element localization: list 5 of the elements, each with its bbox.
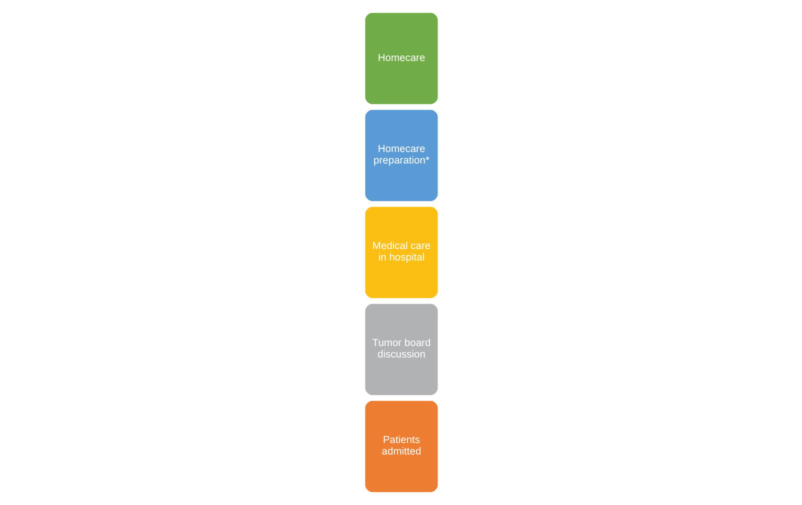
- node-box: Homecare: [363, 12, 439, 106]
- node-box: Medical care in hospital: [363, 206, 439, 300]
- node-box: Homecare preparation*: [363, 108, 439, 202]
- node-box: Tumor board discussion: [363, 302, 439, 396]
- node-box: Patients admitted: [363, 400, 439, 494]
